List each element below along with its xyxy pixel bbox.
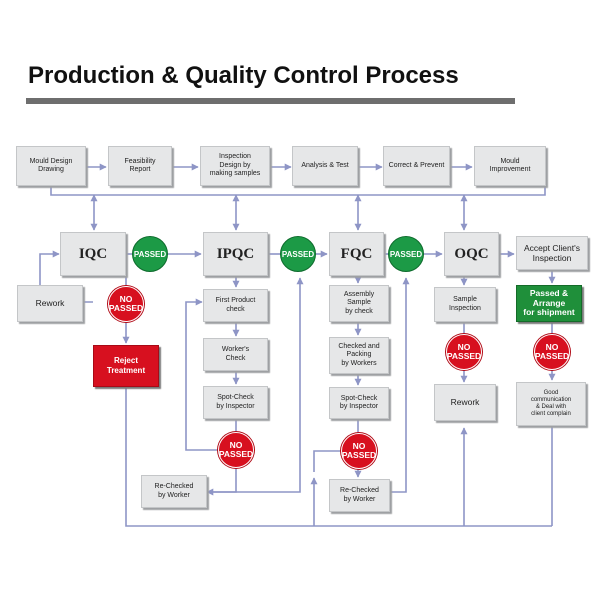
- passed-badge-ipqc: PASSED: [280, 236, 316, 272]
- stage-oqc: OQC: [444, 232, 499, 276]
- step-mould-design-drawing: Mould Design Drawing: [16, 146, 86, 186]
- fqc-rechecked-by-worker: Re-Checked by Worker: [329, 479, 390, 512]
- arrow-nopass-to-first-check: [185, 298, 218, 451]
- bottom-return-line: [125, 388, 552, 527]
- page-title: Production & Quality Control Process: [28, 62, 459, 89]
- ipqc-workers-check: Worker's Check: [203, 338, 268, 371]
- no-passed-badge-ipqc: NO PASSED: [218, 432, 254, 468]
- stage-fqc: FQC: [329, 232, 384, 276]
- step-inspection-design: Inspection Design by making samples: [200, 146, 270, 186]
- stage-ipqc: IPQC: [203, 232, 268, 276]
- ipqc-spot-check: Spot-Check by Inspector: [203, 386, 268, 419]
- no-passed-badge-iqc: NO PASSED: [108, 286, 144, 322]
- no-passed-badge-shipment: NO PASSED: [534, 334, 570, 370]
- reject-treatment-box: Reject Treatment: [93, 345, 159, 387]
- accept-client-inspection: Accept Client's Inspection: [516, 236, 588, 270]
- no-passed-badge-oqc: NO PASSED: [446, 334, 482, 370]
- rework-box-iqc: Rework: [17, 285, 83, 322]
- passed-badge-fqc: PASSED: [388, 236, 424, 272]
- top-bus-line: [50, 186, 546, 196]
- line-nopass-left-fqc: [313, 450, 341, 472]
- arrow-rework-to-iqc: [39, 250, 60, 285]
- oqc-rework: Rework: [434, 384, 496, 421]
- step-correct-prevent: Correct & Prevent: [383, 146, 450, 186]
- passed-arrange-shipment: Passed & Arrange for shipment: [516, 285, 582, 322]
- stage-iqc: IQC: [60, 232, 126, 276]
- passed-badge-iqc: PASSED: [132, 236, 168, 272]
- oqc-sample-inspection: Sample Inspection: [434, 287, 496, 322]
- fqc-spot-check: Spot-Check by Inspector: [329, 387, 389, 419]
- step-feasibility-report: Feasibility Report: [108, 146, 172, 186]
- title-underline: [26, 98, 515, 104]
- client-communication-note: Good communication & Deal with client co…: [516, 382, 586, 426]
- step-mould-improvement: Mould Improvement: [474, 146, 546, 186]
- arrow-recheck-to-passed-fqc: [390, 277, 410, 493]
- arrow-nopass-to-recheck: [206, 468, 237, 496]
- ipqc-first-product-check: First Product check: [203, 289, 268, 322]
- arrow-recheck-to-passed: [207, 277, 304, 493]
- step-analysis-test: Analysis & Test: [292, 146, 358, 186]
- fqc-checked-and-packing: Checked and Packing by Workers: [329, 337, 389, 374]
- no-passed-badge-fqc: NO PASSED: [341, 433, 377, 469]
- fqc-assembly-sample-check: Assembly Sample by check: [329, 285, 389, 322]
- ipqc-rechecked-by-worker: Re-Checked by Worker: [141, 475, 207, 508]
